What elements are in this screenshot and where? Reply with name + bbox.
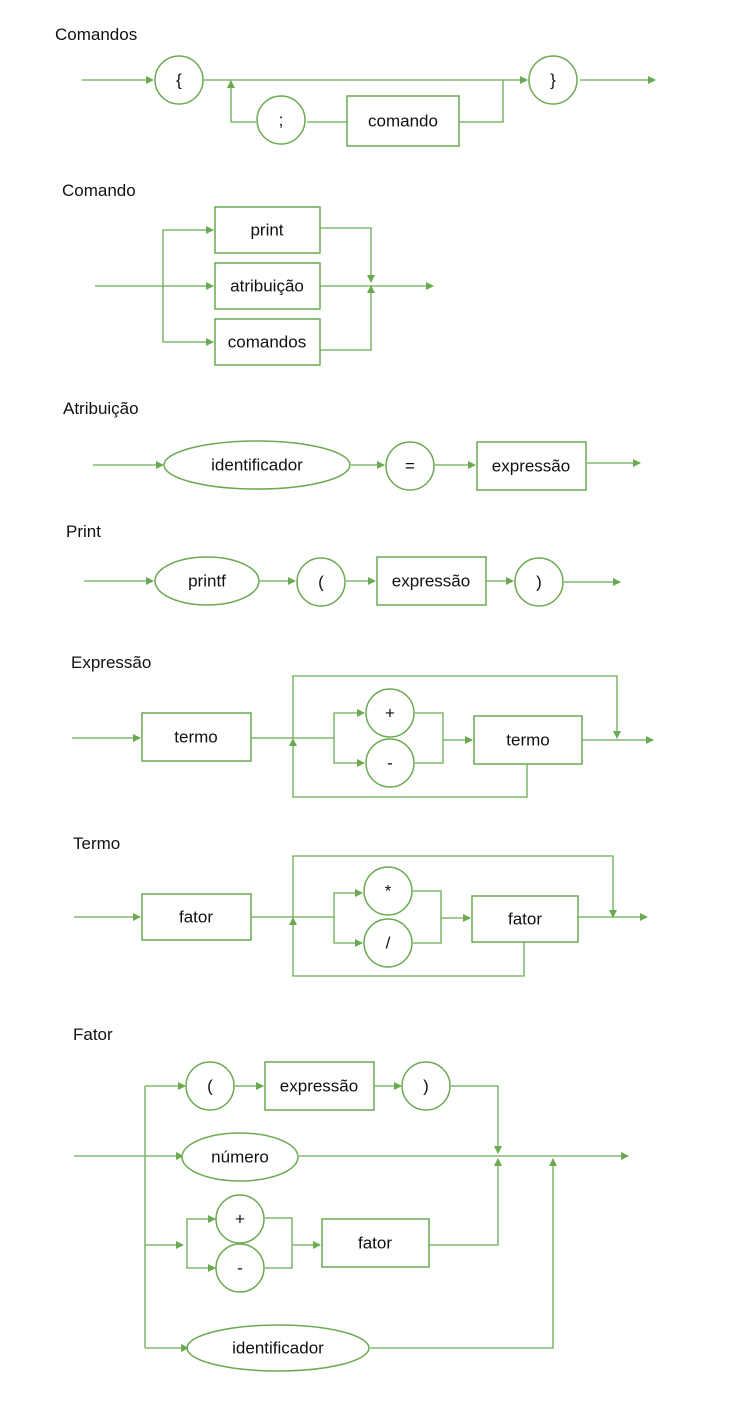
fator-nonterminal: fator xyxy=(321,1218,430,1268)
atribuicao-nonterminal: atribuição xyxy=(214,262,321,310)
comando-label: comando xyxy=(368,112,438,131)
printf-label: printf xyxy=(188,572,226,591)
divide-terminal: / xyxy=(363,918,413,968)
print-nonterminal: print xyxy=(214,206,321,254)
bypass-connector xyxy=(292,855,617,918)
fator-first-nonterminal: fator xyxy=(141,893,252,941)
termo-first-nonterminal: termo xyxy=(141,712,252,762)
plus-label: + xyxy=(385,704,395,723)
comandos-label: comandos xyxy=(228,333,306,352)
semicolon-terminal: ; xyxy=(256,95,306,145)
section-print: Print printf ( expressão ) xyxy=(66,522,621,607)
section-fator: Fator ( expressão ) xyxy=(73,1025,629,1372)
open-paren-terminal: ( xyxy=(296,557,346,607)
divide-label: / xyxy=(386,934,391,953)
connector xyxy=(320,227,375,283)
numero-label: número xyxy=(211,1148,269,1167)
numero-terminal: número xyxy=(181,1132,299,1182)
bypass-connector xyxy=(292,675,621,739)
connector xyxy=(415,712,444,764)
comandos-nonterminal: comandos xyxy=(214,318,321,366)
section-comando: Comando print atribuição comandos xyxy=(62,181,434,366)
section-expressao: Expressão termo + - termo xyxy=(71,653,654,798)
minus-label: - xyxy=(237,1259,243,1278)
close-brace-terminal: } xyxy=(528,55,578,105)
fator-label: fator xyxy=(358,1234,392,1253)
connector xyxy=(265,1217,293,1269)
connector xyxy=(333,709,365,738)
connector xyxy=(186,1215,216,1245)
section-title-expressao: Expressão xyxy=(71,653,151,672)
atribuicao-label: atribuição xyxy=(230,277,304,296)
open-brace-terminal: { xyxy=(154,55,204,105)
open-paren-terminal: ( xyxy=(185,1061,235,1111)
loop-connector xyxy=(289,917,525,977)
section-title-print: Print xyxy=(66,522,101,541)
termo-second-nonterminal: termo xyxy=(473,715,583,765)
identificador-label: identificador xyxy=(211,456,303,475)
connector xyxy=(320,285,375,351)
loop-connector xyxy=(289,738,528,798)
minus-terminal: - xyxy=(215,1243,265,1293)
printf-terminal: printf xyxy=(154,556,260,606)
connector xyxy=(429,1158,502,1246)
identificador-terminal: identificador xyxy=(186,1324,370,1372)
identificador-terminal: identificador xyxy=(163,440,351,490)
connector xyxy=(370,1158,557,1349)
expressao-label: expressão xyxy=(280,1077,358,1096)
connector xyxy=(333,889,363,917)
connector xyxy=(162,286,214,346)
section-title-comandos: Comandos xyxy=(55,25,137,44)
times-label: * xyxy=(385,882,392,901)
section-title-atribuicao: Atribuição xyxy=(63,399,139,418)
plus-terminal: + xyxy=(365,688,415,738)
fator-second-nonterminal: fator xyxy=(471,895,579,943)
termo-label: termo xyxy=(506,731,549,750)
open-paren-label: ( xyxy=(207,1077,213,1096)
minus-label: - xyxy=(387,754,393,773)
expressao-label: expressão xyxy=(492,457,570,476)
expressao-nonterminal: expressão xyxy=(376,556,487,606)
fator-label: fator xyxy=(508,910,542,929)
semicolon-label: ; xyxy=(279,111,284,130)
connector xyxy=(162,226,214,286)
plus-label: + xyxy=(235,1210,245,1229)
connector xyxy=(413,890,442,944)
loop-connector xyxy=(459,80,504,123)
open-paren-label: ( xyxy=(318,573,324,592)
print-label: print xyxy=(250,221,283,240)
times-terminal: * xyxy=(363,866,413,916)
expressao-label: expressão xyxy=(392,572,470,591)
comando-nonterminal: comando xyxy=(346,95,460,147)
close-brace-label: } xyxy=(550,71,556,90)
close-paren-label: ) xyxy=(536,573,542,592)
close-paren-terminal: ) xyxy=(401,1061,451,1111)
section-comandos: Comandos { ; comando } xyxy=(55,25,656,147)
connector xyxy=(333,917,363,947)
close-paren-label: ) xyxy=(423,1077,429,1096)
expressao-nonterminal: expressão xyxy=(476,441,587,491)
section-title-termo: Termo xyxy=(73,834,120,853)
open-brace-label: { xyxy=(176,71,182,90)
equals-terminal: = xyxy=(385,441,435,491)
connector xyxy=(186,1245,216,1272)
equals-label: = xyxy=(405,457,415,476)
expressao-nonterminal: expressão xyxy=(264,1061,375,1111)
plus-terminal: + xyxy=(215,1194,265,1244)
section-atribuicao: Atribuição identificador = expressão xyxy=(63,399,641,491)
loop-connector xyxy=(227,80,256,123)
close-paren-terminal: ) xyxy=(514,557,564,607)
connector xyxy=(333,738,365,767)
connector xyxy=(451,1085,502,1154)
minus-terminal: - xyxy=(365,738,415,788)
identificador-label: identificador xyxy=(232,1339,324,1358)
section-title-fator: Fator xyxy=(73,1025,113,1044)
section-title-comando: Comando xyxy=(62,181,136,200)
termo-label: termo xyxy=(174,728,217,747)
fator-label: fator xyxy=(179,908,213,927)
section-termo: Termo fator * / fator xyxy=(73,834,648,977)
